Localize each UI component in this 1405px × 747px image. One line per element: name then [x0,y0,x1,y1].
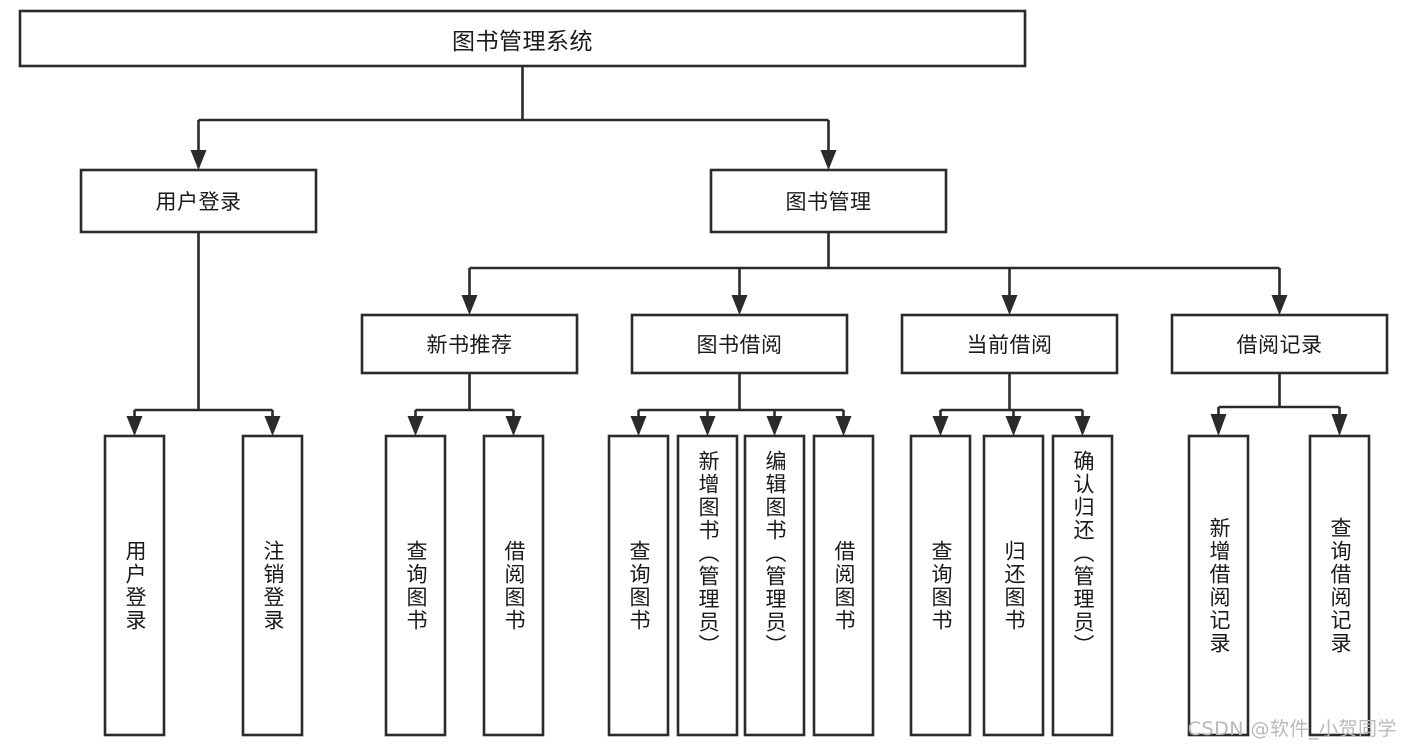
node-box-leaf-add-record[interactable] [1187,434,1250,737]
arrow-head-user-login [190,150,207,170]
arrow-head-leaf-edit-book [766,416,783,436]
arrow-head-borrow-record [1271,295,1288,315]
connector-group-book-borrow [630,373,852,436]
arrow-head-leaf-logout [264,416,281,436]
arrow-head-leaf-borrow-book-2 [835,416,852,436]
connector-group-new-book-rec [407,373,522,436]
arrow-head-leaf-confirm-return [1074,416,1091,436]
node-box-leaf-return-book[interactable] [982,434,1045,737]
node-box-leaf-edit-book[interactable] [743,434,806,737]
connector-group-user-login [126,232,281,436]
node-box-borrow-record[interactable] [1170,313,1389,375]
node-box-leaf-confirm-return[interactable] [1051,434,1114,737]
arrow-head-leaf-query-record [1331,414,1348,436]
node-box-leaf-add-book[interactable] [676,434,739,737]
node-box-root[interactable] [18,9,1027,68]
node-box-leaf-user-login[interactable] [103,434,166,737]
arrow-head-new-book-rec [461,295,478,315]
node-box-book-borrow[interactable] [630,313,849,375]
connector-group-current-borrow [932,373,1091,436]
arrow-head-leaf-borrow-book-1 [505,416,522,436]
arrow-head-leaf-query-book-2 [630,416,647,436]
node-box-new-book-rec[interactable] [360,313,579,375]
arrow-head-leaf-user-login [126,416,143,436]
node-box-leaf-borrow-book-2[interactable] [812,434,875,737]
node-box-leaf-logout[interactable] [241,434,304,737]
node-box-leaf-borrow-book-1[interactable] [482,434,545,737]
node-box-leaf-query-book-2[interactable] [607,434,670,737]
arrow-head-book-borrow [731,295,748,315]
arrow-head-book-manage [820,150,837,170]
node-box-leaf-query-book-3[interactable] [909,434,972,737]
connector-group-borrow-record [1210,373,1348,436]
arrow-head-leaf-add-book [699,416,716,436]
connector-group-root [190,66,837,170]
node-box-user-login[interactable] [79,168,318,234]
node-box-leaf-query-record[interactable] [1308,434,1371,737]
node-box-book-manage[interactable] [709,168,948,234]
node-box-leaf-query-book-1[interactable] [384,434,447,737]
arrow-head-leaf-query-book-1 [407,416,424,436]
arrow-head-leaf-query-book-3 [932,416,949,436]
arrow-head-leaf-add-record [1210,414,1227,436]
arrow-head-leaf-return-book [1005,416,1022,436]
node-box-current-borrow[interactable] [900,313,1119,375]
connector-group-book-manage [461,232,1288,315]
arrow-head-current-borrow [1001,295,1018,315]
